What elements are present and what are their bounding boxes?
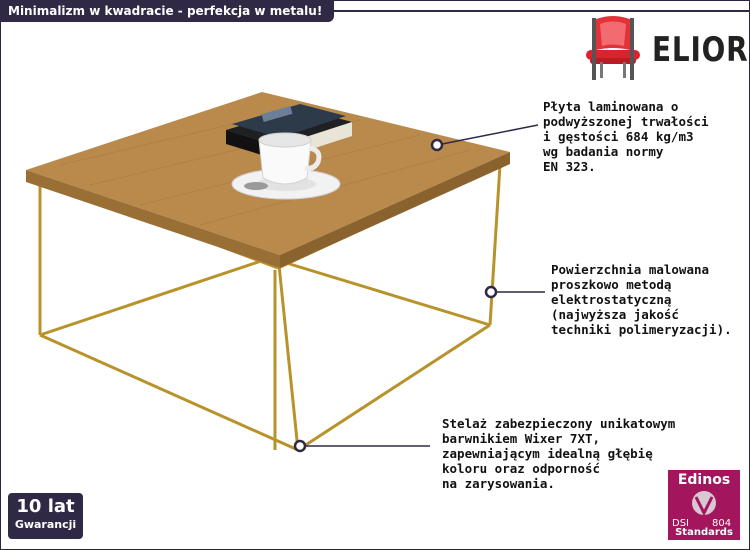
certificate-prefix: DSI (672, 518, 689, 529)
header-title: Minimalizm w kwadracie - perfekcja w met… (0, 0, 335, 22)
brand-name: ELIOR (652, 30, 749, 70)
powder-coating-callout: Powierzchnia malowana proszkowo metodą e… (551, 262, 732, 337)
certificate-seal-icon (692, 491, 716, 517)
red-chair-icon (586, 16, 640, 80)
certificate-number: 804 (712, 518, 732, 529)
laminate-callout: Płyta laminowana o podwyższonej trwałośc… (543, 99, 709, 174)
frame-protection-callout: Stelaż zabezpieczony unikatowym barwniki… (442, 416, 676, 491)
header-divider (0, 10, 750, 12)
warranty-label: Gwarancji (14, 518, 77, 531)
warranty-badge: 10 lat Gwarancji (8, 493, 83, 539)
certificate-brand: Edinos (677, 472, 731, 488)
certificate-label: Standards (675, 527, 733, 538)
warranty-years: 10 lat (16, 496, 75, 517)
certificate-badge: Edinos DSI 804 Standards (668, 470, 740, 540)
